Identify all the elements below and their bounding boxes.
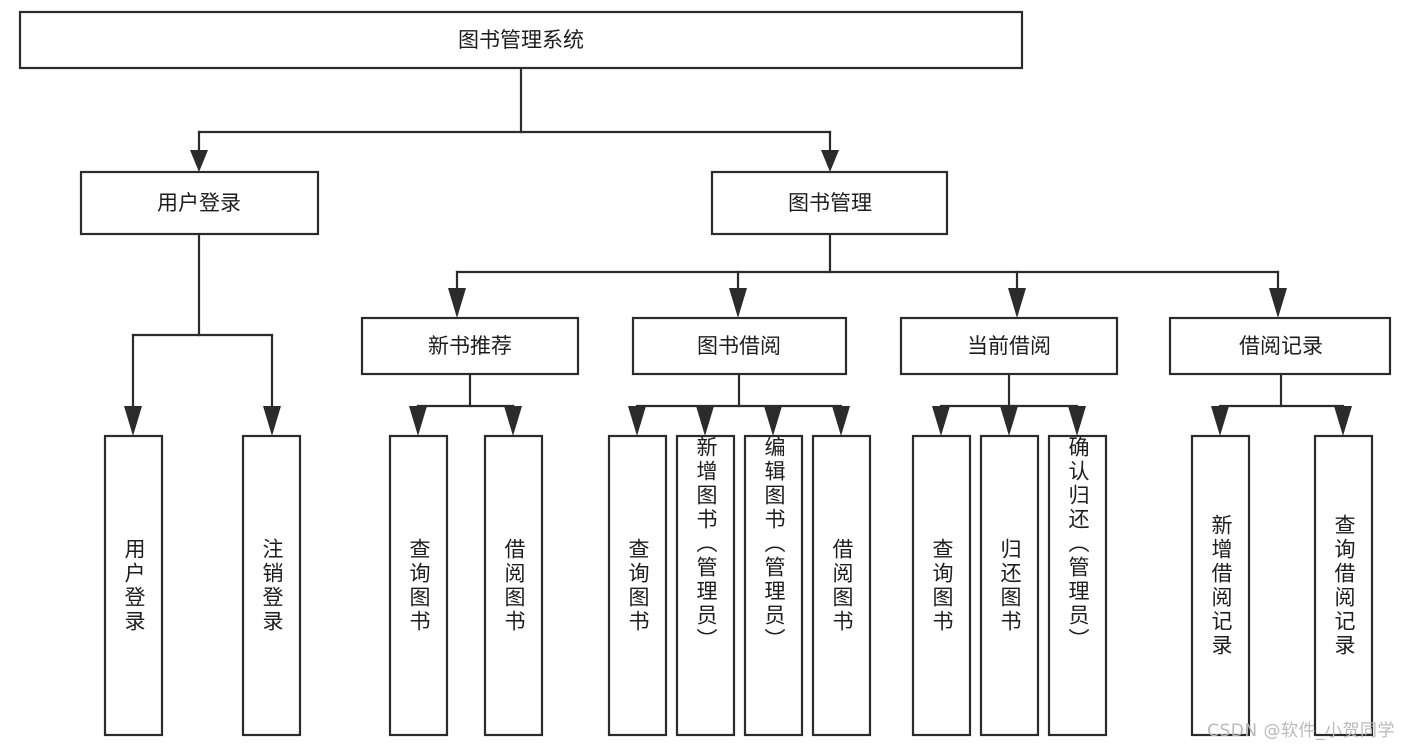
user-login-box[interactable] xyxy=(79,170,320,236)
node-user-login[interactable]: 用户登录 xyxy=(79,170,320,236)
csdn-watermark: CSDN @软件_小贺同学 xyxy=(1207,721,1395,741)
node-root[interactable]: 图书管理系统 xyxy=(18,10,1024,70)
book-management-box[interactable] xyxy=(710,170,949,236)
connector-group-borrow-record xyxy=(1211,372,1352,436)
arrow-to-user-login xyxy=(190,150,208,172)
book-management-label: 图书管理 xyxy=(788,191,872,215)
connector-group-book-management xyxy=(448,232,1287,318)
root-label: 图书管理系统 xyxy=(458,28,584,52)
node-book-borrow[interactable]: 图书借阅 xyxy=(631,316,848,376)
arrow-leaf-add-book xyxy=(696,406,714,436)
current-borrow-label: 当前借阅 xyxy=(967,334,1051,358)
leaf-box-add-record[interactable] xyxy=(1190,434,1251,737)
leaf-box-add-book[interactable] xyxy=(675,434,736,737)
arrow-leaf-borrow-book-1 xyxy=(504,406,522,436)
leaf-box-query-book-3[interactable] xyxy=(911,434,972,737)
arrow-to-new-book-recommend xyxy=(448,288,466,318)
leaf-box-confirm-return[interactable] xyxy=(1047,434,1108,737)
arrow-leaf-borrow-book-2 xyxy=(832,406,850,436)
node-book-management[interactable]: 图书管理 xyxy=(710,170,949,236)
connector-group-new-book-recommend xyxy=(409,372,522,436)
book-borrow-label: 图书借阅 xyxy=(697,334,781,358)
connector-group-root xyxy=(190,66,839,172)
node-borrow-record[interactable]: 借阅记录 xyxy=(1168,316,1392,376)
connector-group-current-borrow xyxy=(932,372,1086,436)
arrow-leaf-edit-book xyxy=(764,406,782,436)
leaf-box-query-record[interactable] xyxy=(1313,434,1374,737)
connector-group-book-borrow xyxy=(628,372,850,436)
leaf-box-query-book-1[interactable] xyxy=(388,434,449,737)
arrow-to-current-borrow xyxy=(1008,288,1026,318)
leaf-box-edit-book[interactable] xyxy=(743,434,804,737)
arrow-leaf-query-book-2 xyxy=(628,406,646,436)
leaf-box-return-book[interactable] xyxy=(979,434,1040,737)
arrow-leaf-user-login xyxy=(124,406,142,436)
current-borrow-box[interactable] xyxy=(899,316,1119,376)
borrow-record-box[interactable] xyxy=(1168,316,1392,376)
user-login-label: 用户登录 xyxy=(157,191,241,215)
node-new-book-recommend[interactable]: 新书推荐 xyxy=(360,316,580,376)
arrow-to-borrow-record xyxy=(1269,288,1287,318)
leaf-box-user-login[interactable] xyxy=(103,434,164,737)
leaf-box-query-book-2[interactable] xyxy=(607,434,668,737)
arrow-to-book-management xyxy=(821,150,839,172)
new-book-recommend-label: 新书推荐 xyxy=(428,334,512,358)
arrow-to-book-borrow xyxy=(729,288,747,318)
borrow-record-label: 借阅记录 xyxy=(1239,334,1323,358)
leaf-box-logout-login[interactable] xyxy=(241,434,302,737)
book-borrow-box[interactable] xyxy=(631,316,848,376)
arrow-leaf-add-record xyxy=(1211,406,1229,436)
arrow-leaf-query-book-3 xyxy=(932,406,950,436)
leaf-box-borrow-book-2[interactable] xyxy=(811,434,872,737)
arrow-leaf-return-book xyxy=(1000,406,1018,436)
new-book-recommend-box[interactable] xyxy=(360,316,580,376)
leaf-box-borrow-book-1[interactable] xyxy=(483,434,544,737)
root-box[interactable] xyxy=(18,10,1024,70)
arrow-leaf-logout-login xyxy=(263,406,281,436)
arrow-leaf-confirm-return xyxy=(1068,406,1086,436)
arrow-leaf-query-book-1 xyxy=(409,406,427,436)
connector-group-user-login xyxy=(124,232,281,436)
arrow-leaf-query-record xyxy=(1334,406,1352,436)
node-current-borrow[interactable]: 当前借阅 xyxy=(899,316,1119,376)
